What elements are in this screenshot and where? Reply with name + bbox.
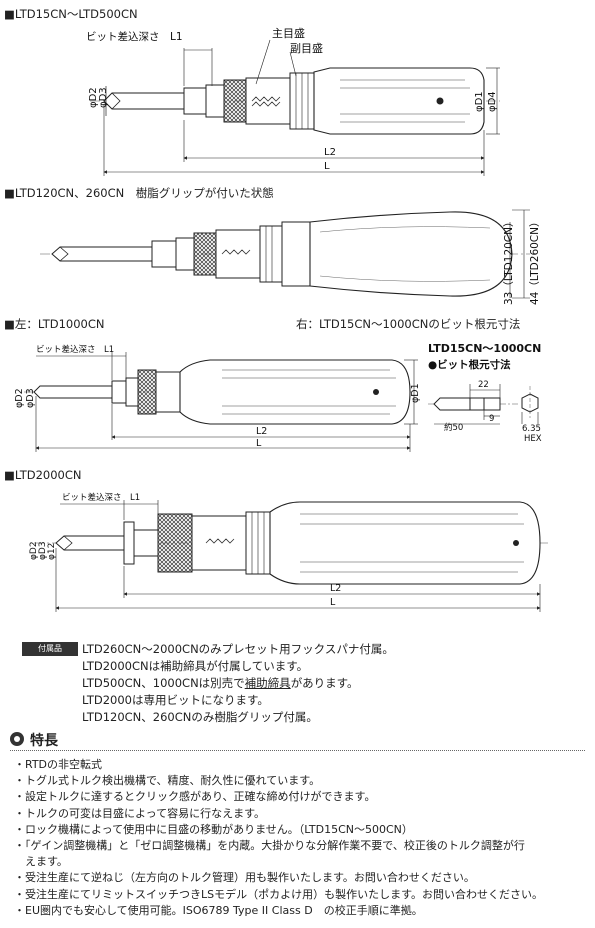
feature-item: ・受注生産にてリミットスイッチつきLSモデル（ポカよけ用）も製作いたします。お問… xyxy=(14,887,544,901)
auxiliary-clamp-link[interactable]: 補助締具 xyxy=(244,676,291,690)
drawing-ltd1000: φD2 φD3 φD1 ビット差込深さ L1 L2 L xyxy=(14,344,421,452)
label-d2: φD2 xyxy=(88,87,99,108)
label-l: L xyxy=(324,161,330,172)
inset-bit-root: LTD15CN～1000CN ●ビット根元寸法 22 9 約50 6.35 HE… xyxy=(428,342,542,444)
feature-item: ・トルクの可変は目盛によって容易に行なえます。 xyxy=(14,806,266,820)
accessory-line: LTD500CN、1000CNは別売で補助締具があります。 xyxy=(82,675,394,692)
feature-item: ・ロック機構によって使用中に目盛の移動がありません。（LTD15CN～500CN… xyxy=(14,822,413,836)
drawing-ltd2000: φD2 φD3 φ12 ビット差込深さ L1 L2 L xyxy=(29,492,550,612)
label-l: L xyxy=(330,597,336,608)
label-bit-depth: ビット差込深さ L1 xyxy=(62,492,140,503)
feature-item: ・トグル式トルク検出機構で、精度、耐久性に優れています。 xyxy=(14,774,321,788)
accessory-text: があります。 xyxy=(290,676,359,690)
bullet-circle-icon xyxy=(10,732,24,746)
section-title-ltd1000: ■左：LTD1000CN xyxy=(4,317,105,331)
accessory-line: LTD2000CNは補助締具が付属しています。 xyxy=(82,659,309,673)
label-d1: φD1 xyxy=(474,91,485,112)
feature-item: ・設定トルクに達するとクリック感があり、正確な締め付けができます。 xyxy=(14,790,376,804)
label-sub-scale: 副目盛 xyxy=(290,41,323,55)
accessories-badge: 付属品 xyxy=(22,642,78,656)
label-l: L xyxy=(256,438,262,449)
label-d4: φD4 xyxy=(487,91,498,112)
drawing-ltd120-260: 33（LTD120CN） 44（LTD260CN） xyxy=(40,209,541,306)
label-bit-depth: ビット差込深さ L1 xyxy=(86,30,183,43)
label-dim33: 33（LTD120CN） xyxy=(503,217,515,306)
section-title-ltd15-500: ■LTD15CN～LTD500CN xyxy=(4,7,138,21)
feature-item: ・EU圏内でも安心して使用可能。ISO6789 Type II Class D … xyxy=(14,903,423,917)
features-heading: 特長 xyxy=(30,733,58,749)
feature-item: ・RTDの非空転式 xyxy=(14,758,103,771)
label-l2: L2 xyxy=(256,426,267,437)
feature-item: えます。 xyxy=(14,855,68,869)
inset-dim635: 6.35 xyxy=(522,424,541,434)
accessories-list: LTD260CN～2000CNのみプレセット用フックスパナ付属。 LTD2000… xyxy=(82,641,394,726)
label-d1: φD1 xyxy=(410,383,421,403)
inset-heading: LTD15CN～1000CN xyxy=(428,342,541,355)
technical-drawings: φD2 φD3 φD1 φD4 ビット差込深さ L1 主目盛 副目盛 L2 L xyxy=(14,26,550,612)
accessory-line: LTD2000は専用ビットになります。 xyxy=(82,693,269,707)
drawing-ltd15-500: φD2 φD3 φD1 φD4 ビット差込深さ L1 主目盛 副目盛 L2 L xyxy=(86,26,500,176)
inset-hex: HEX xyxy=(524,434,542,444)
label-d3: φD3 xyxy=(38,541,48,560)
label-d2: φD2 xyxy=(29,541,39,560)
accessory-line: LTD120CN、260CNのみ樹脂グリップ付属。 xyxy=(82,710,318,724)
label-l2: L2 xyxy=(330,583,341,594)
inset-dim9: 9 xyxy=(489,414,494,424)
label-dim44: 44（LTD260CN） xyxy=(529,217,541,306)
section-title-bit-root: 右：LTD15CN～1000CNのビット根元寸法 xyxy=(296,317,521,331)
features-divider xyxy=(10,750,585,751)
accessory-text: LTD500CN、1000CNは別売で xyxy=(82,676,245,690)
label-d3: φD3 xyxy=(98,87,109,108)
inset-dim22: 22 xyxy=(478,380,489,390)
feature-item: ・「ゲイン調整機構」と「ゼロ調整機構」を内蔵。大掛かりな分解作業不要で、校正後の… xyxy=(14,839,525,853)
label-d3: φD3 xyxy=(25,388,36,408)
feature-item: ・受注生産にて逆ねじ（左方向のトルク管理）用も製作いたします。お問い合わせくださ… xyxy=(14,871,475,885)
inset-dim50: 約50 xyxy=(444,422,463,433)
accessory-line: LTD260CN～2000CNのみプレセット用フックスパナ付属。 xyxy=(82,642,394,656)
section-title-ltd120-260: ■LTD120CN、260CN 樹脂グリップが付いた状態 xyxy=(4,186,274,200)
label-bit-depth: ビット差込深さ L1 xyxy=(36,344,114,355)
label-d2: φD2 xyxy=(14,388,25,408)
features-list: ・RTDの非空転式 ・トグル式トルク検出機構で、精度、耐久性に優れています。 ・… xyxy=(14,757,589,919)
inset-subheading: ●ビット根元寸法 xyxy=(428,358,511,371)
label-main-scale: 主目盛 xyxy=(272,26,305,40)
label-d12: φ12 xyxy=(47,543,57,560)
label-l2: L2 xyxy=(324,147,336,158)
section-title-ltd2000: ■LTD2000CN xyxy=(4,468,82,482)
